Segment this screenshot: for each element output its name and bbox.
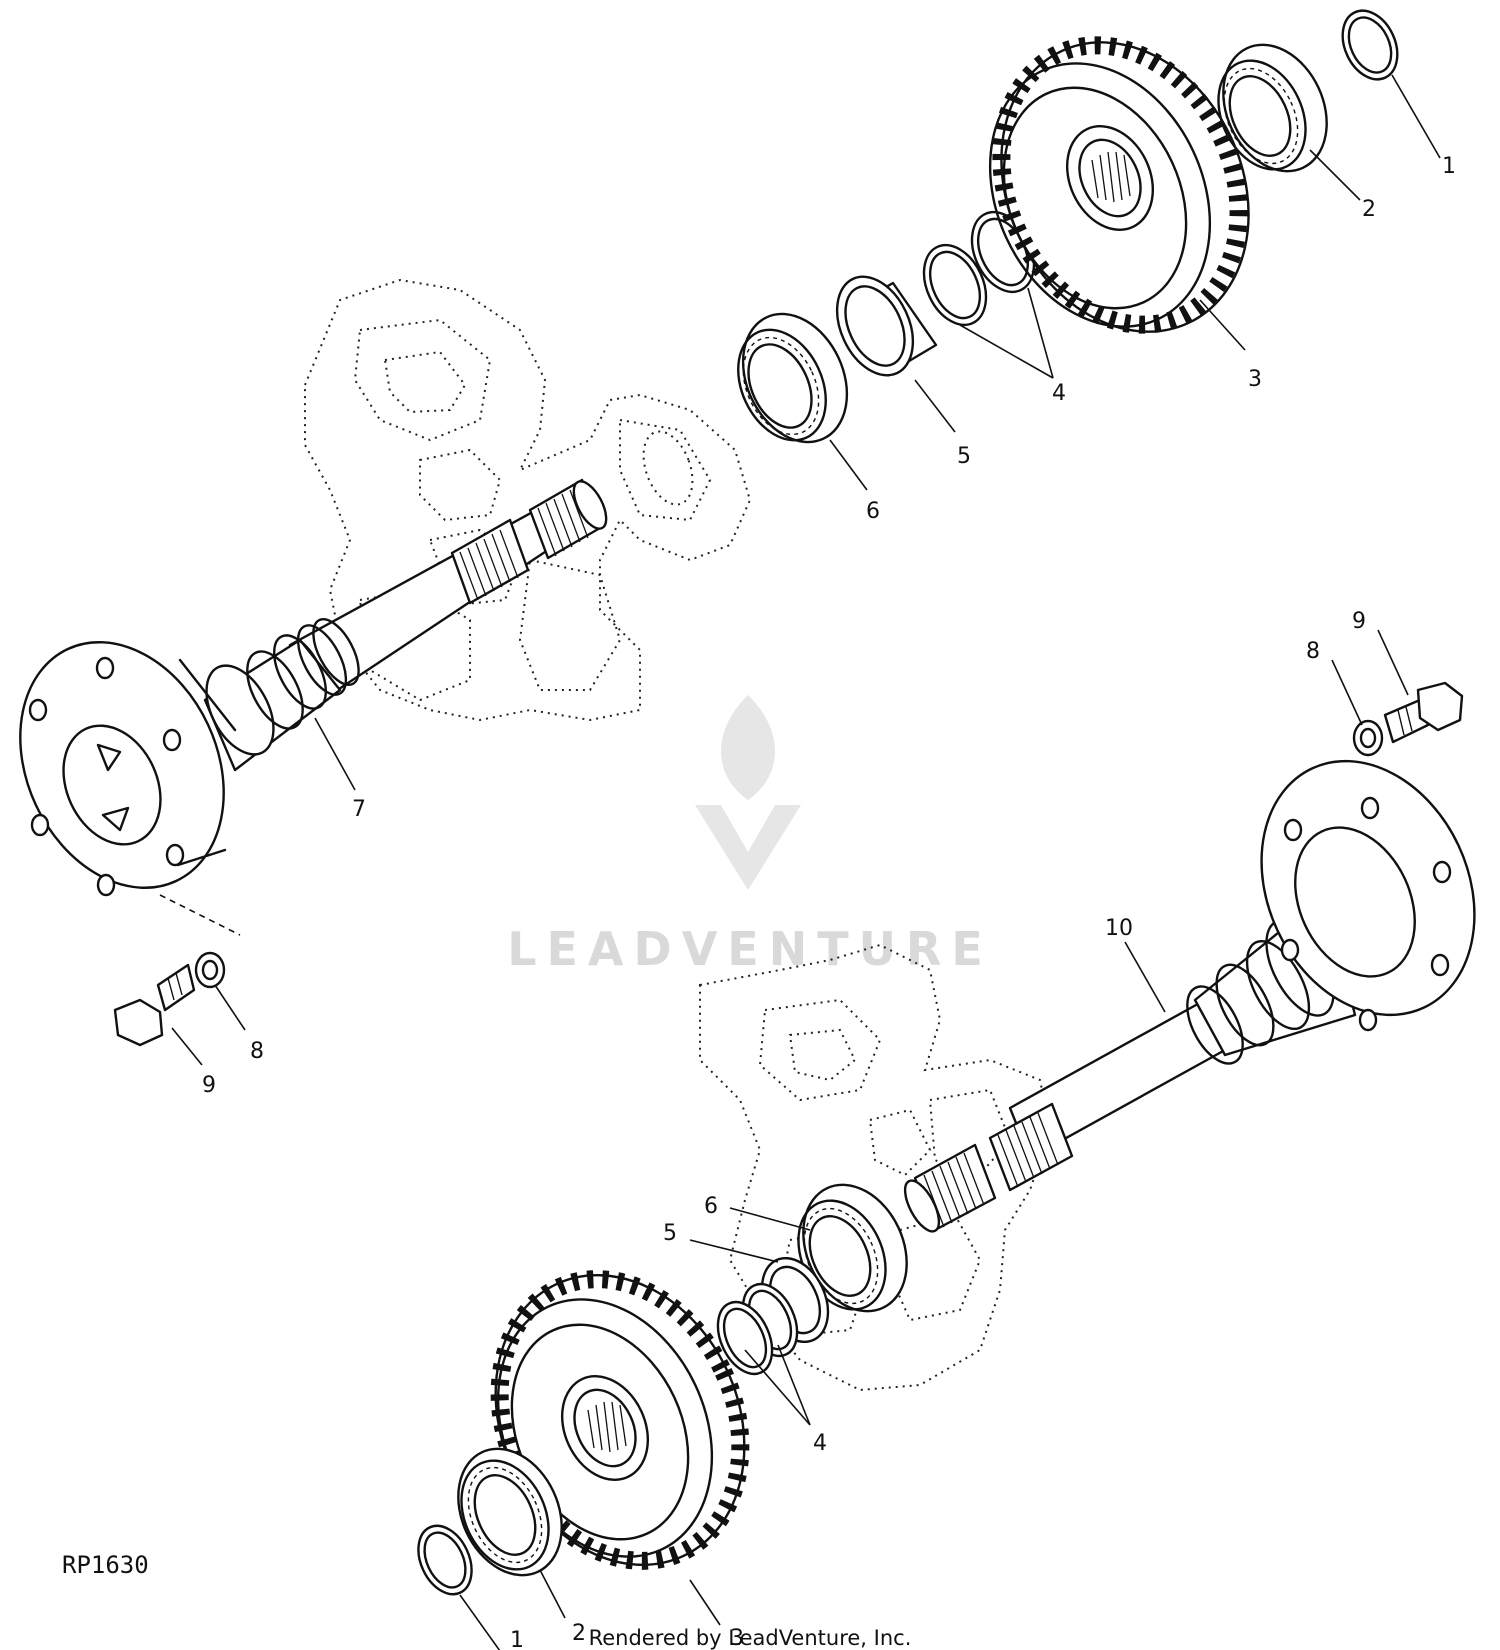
gear-3-lower-spline-bore xyxy=(587,1401,627,1453)
callout-3-upper: 3 xyxy=(1248,367,1262,392)
lock-washer-8-right xyxy=(1352,719,1384,757)
lock-washer-8-left xyxy=(194,951,226,989)
snap-ring-1-upper xyxy=(1341,9,1399,81)
callout-9-right: 9 xyxy=(1352,609,1366,634)
shaft-7-splines xyxy=(459,489,589,601)
snap-ring-1-lower xyxy=(417,1524,473,1596)
callout-7: 7 xyxy=(352,797,366,822)
upper-leader-lines xyxy=(171,74,1441,1066)
callout-8-right: 8 xyxy=(1306,639,1320,664)
shaft-10-splines xyxy=(923,1112,1059,1228)
lower-assembly: 10 6 5 4 3 2 1 xyxy=(417,759,1476,1650)
lower-leader-lines xyxy=(459,941,1166,1650)
cap-screw-9-right xyxy=(1383,681,1464,744)
gear-3-upper-spline-bore xyxy=(1091,151,1131,203)
callout-2-lower: 2 xyxy=(572,1621,586,1646)
callout-5-lower: 5 xyxy=(663,1221,677,1246)
callout-5-upper: 5 xyxy=(957,444,971,469)
footer-credit: Rendered by LeadVenture, Inc. xyxy=(589,1626,912,1650)
upper-assembly: 1 2 3 4 5 6 7 8 9 8 9 xyxy=(19,9,1464,1098)
figure-id: RP1630 xyxy=(62,1551,149,1579)
gear-3-upper xyxy=(988,36,1250,334)
callout-8-left: 8 xyxy=(250,1039,264,1064)
callout-10: 10 xyxy=(1105,916,1133,941)
bearing-6-lower xyxy=(797,1183,908,1313)
spacer-5-upper xyxy=(835,275,938,377)
leadventure-flame-logo xyxy=(695,695,801,890)
lower-callouts: 10 6 5 4 3 2 1 xyxy=(510,916,1133,1650)
callout-1-upper: 1 xyxy=(1442,154,1456,179)
bearing-6-upper xyxy=(737,312,849,444)
callout-4-upper: 4 xyxy=(1052,381,1066,406)
callout-4-lower: 4 xyxy=(813,1431,827,1456)
callout-6-lower: 6 xyxy=(704,1194,718,1219)
cap-screw-9-left xyxy=(113,963,196,1047)
axle-shaft-7 xyxy=(19,478,608,897)
axle-shaft-10 xyxy=(903,759,1476,1233)
bearing-2-lower xyxy=(457,1447,563,1577)
callout-3-lower: 3 xyxy=(730,1626,744,1650)
callout-2-upper: 2 xyxy=(1362,197,1376,222)
callout-9-left: 9 xyxy=(202,1073,216,1098)
callout-6-upper: 6 xyxy=(866,499,880,524)
callout-1-lower: 1 xyxy=(510,1628,524,1650)
bearing-2-upper xyxy=(1217,43,1328,173)
watermark-text: LEADVENTURE xyxy=(507,922,993,976)
upper-callouts: 1 2 3 4 5 6 7 8 9 8 9 xyxy=(202,154,1456,1098)
watermark: LEADVENTURE xyxy=(507,695,993,976)
snap-rings-4-lower xyxy=(716,1282,799,1376)
